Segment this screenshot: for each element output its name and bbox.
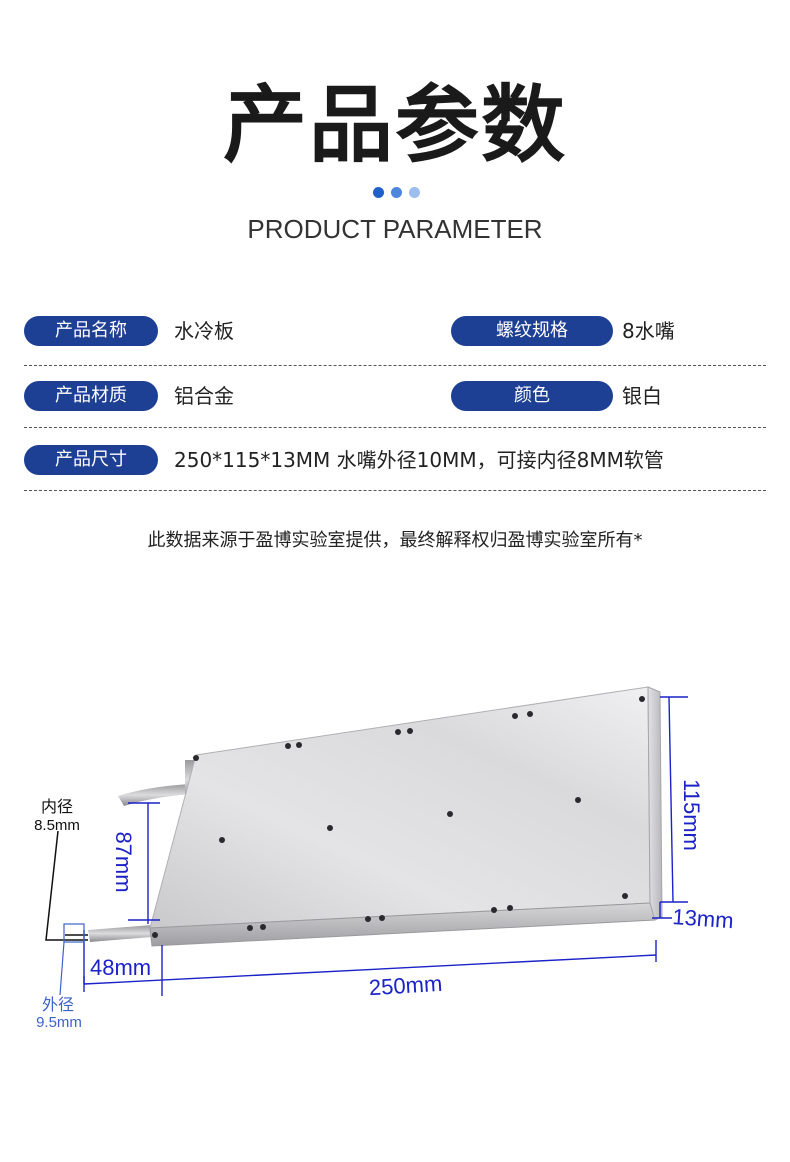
inner-diameter-label: 内径 xyxy=(41,797,73,816)
name-label: 产品名称 xyxy=(24,316,158,346)
page-subtitle: PRODUCT PARAMETER xyxy=(247,214,543,244)
page-title: 产品参数 xyxy=(222,76,567,174)
thread-value: 8水嘴 xyxy=(622,319,675,343)
divider xyxy=(24,490,766,491)
dim-115-label: 115mm xyxy=(679,779,704,851)
outer-diameter-label: 外径 xyxy=(42,995,74,1014)
divider xyxy=(24,427,766,428)
color-label: 颜色 xyxy=(451,381,613,411)
color-value: 银白 xyxy=(622,384,662,408)
dim-250-label: 250mm xyxy=(368,971,443,1000)
param-row-1: 产品名称 水冷板 螺纹规格 8水嘴 xyxy=(0,316,790,346)
dim-87-label: 87mm xyxy=(111,831,136,892)
outer-diameter-leader xyxy=(59,923,85,996)
dimension-lines xyxy=(83,696,688,996)
data-source-note: 此数据来源于盈博实验室提供，最终解释权归盈博实验室所有* xyxy=(147,530,643,551)
water-pipe-top xyxy=(118,784,192,806)
param-row-3: 产品尺寸 250*115*13MM 水嘴外径10MM，可接内径8MM软管 xyxy=(0,445,790,475)
mounting-holes xyxy=(152,696,645,938)
material-label: 产品材质 xyxy=(24,381,158,411)
outer-diameter-value: 9.5mm xyxy=(36,1014,82,1031)
plate-side-edge xyxy=(647,686,663,921)
size-value: 250*115*13MM 水嘴外径10MM，可接内径8MM软管 xyxy=(174,448,664,472)
divider xyxy=(24,365,766,366)
dim-48-label: 48mm xyxy=(90,955,151,980)
product-dimension-diagram: 内径 8.5mm 外径 9.5mm 87mm 48mm 250mm 115mm … xyxy=(34,686,735,1031)
name-value: 水冷板 xyxy=(174,319,234,343)
param-row-2: 产品材质 铝合金 颜色 银白 xyxy=(0,381,790,411)
dim-13-label: 13mm xyxy=(672,904,735,933)
inner-diameter-value: 8.5mm xyxy=(34,817,80,834)
thread-label: 螺纹规格 xyxy=(451,316,613,346)
material-value: 铝合金 xyxy=(174,384,234,408)
dot-3 xyxy=(409,187,420,198)
plate-top-face xyxy=(149,686,651,929)
dot-2 xyxy=(391,187,402,198)
decorative-dots xyxy=(373,187,420,198)
water-pipe-bottom xyxy=(88,925,152,942)
dot-1 xyxy=(373,187,384,198)
size-label: 产品尺寸 xyxy=(24,445,158,475)
